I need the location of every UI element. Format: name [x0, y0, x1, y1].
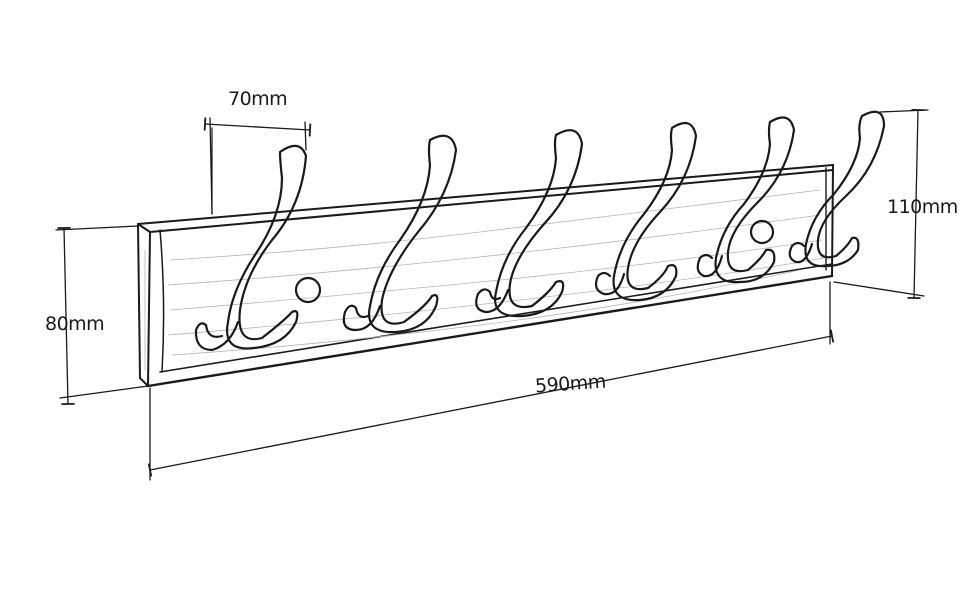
hook-spacing-label: 70mm [228, 88, 288, 110]
hook-depth-label: 110mm [887, 196, 958, 218]
dimension-lines [55, 108, 929, 481]
hook-5 [696, 116, 796, 284]
hook-6 [788, 110, 886, 268]
spacing-dimension-line [203, 117, 312, 137]
hook-4 [594, 121, 698, 302]
hook-1 [194, 144, 322, 352]
height-dimension-line [57, 226, 75, 406]
board-height-label: 80mm [45, 313, 105, 335]
hook-2 [342, 134, 458, 334]
length-dimension-line [147, 329, 835, 477]
hook-3 [475, 129, 584, 318]
hooks [194, 110, 886, 352]
depth-dimension-line [907, 108, 925, 300]
